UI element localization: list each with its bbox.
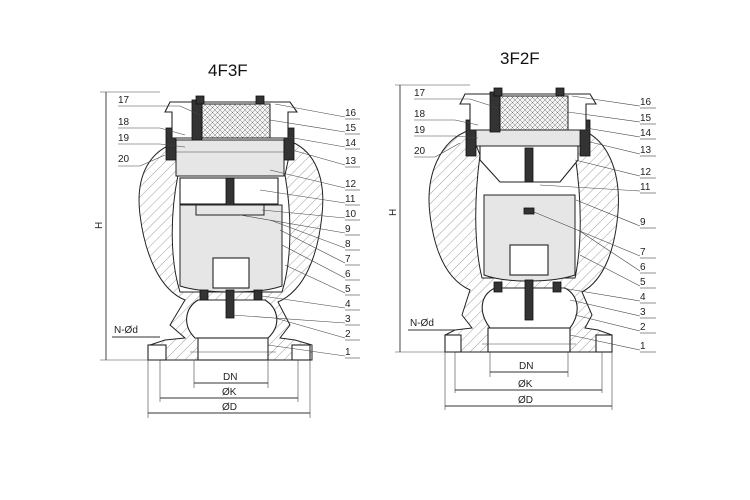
part-label: 2	[640, 322, 646, 333]
small-float	[195, 204, 265, 216]
part-label: 19	[118, 133, 130, 144]
part-label: 15	[345, 123, 357, 134]
part-label: 13	[345, 156, 357, 167]
d-label: ØD	[518, 395, 533, 406]
part-label: 3	[640, 307, 646, 318]
part-label: 10	[345, 209, 357, 220]
part-label: 17	[118, 95, 130, 106]
valve-title: 4F3F	[208, 61, 248, 80]
height-label: H	[388, 209, 399, 216]
part-label: 20	[414, 146, 426, 157]
right-callouts: 16 15 14 13 12 11 9 7 6	[533, 95, 656, 353]
part-label: 14	[345, 138, 357, 149]
dn-label: DN	[223, 372, 237, 383]
part-label: 14	[640, 128, 652, 139]
part-label: 6	[345, 269, 351, 280]
float-stem	[225, 289, 235, 319]
valve-4f3f: 4F3F H N-Ød	[94, 61, 360, 418]
part-label: 5	[640, 277, 646, 288]
part-label: 5	[345, 284, 351, 295]
float	[483, 194, 576, 282]
filter-screen	[201, 103, 271, 139]
dn-label: DN	[519, 361, 533, 372]
right-callouts: 16 15 14 13 12 11 10 9 8	[231, 103, 360, 359]
part-label: 8	[345, 239, 351, 250]
part-label: 17	[414, 88, 426, 99]
float-insert	[509, 244, 549, 276]
outlet-neck	[197, 337, 269, 361]
holes-label: N-Ød	[114, 325, 138, 336]
part-label: 18	[118, 117, 130, 128]
left-callouts: 17 18 19 20	[414, 88, 499, 158]
part-label: 13	[640, 145, 652, 156]
float-insert	[212, 257, 250, 289]
bolt-right	[283, 127, 295, 161]
part-label: 11	[640, 182, 651, 193]
part-label: 16	[345, 108, 357, 119]
part-label: 16	[640, 97, 652, 108]
cover	[175, 139, 285, 177]
filter-screen	[499, 95, 569, 131]
part-label: 3	[345, 314, 351, 325]
k-label: ØK	[518, 379, 533, 390]
left-callouts: 17 18 19 20	[118, 95, 201, 167]
bolt-left	[165, 127, 177, 161]
part-label: 9	[345, 224, 351, 235]
part-label: 15	[640, 113, 652, 124]
part-label: 19	[414, 125, 426, 136]
k-label: ØK	[222, 387, 237, 398]
valve-3f2f: 3F2F H N-Ød DN	[388, 49, 656, 410]
part-label: 20	[118, 154, 130, 165]
holes-label: N-Ød	[410, 318, 434, 329]
part-label: 1	[345, 347, 351, 358]
part-label: 6	[640, 262, 646, 273]
valve-title: 3F2F	[500, 49, 540, 68]
part-label: 11	[345, 194, 356, 205]
valve-body	[138, 141, 324, 361]
part-label: 1	[640, 341, 646, 352]
part-label: 4	[345, 299, 351, 310]
part-label: 4	[640, 292, 646, 303]
part-label: 9	[640, 217, 646, 228]
part-label: 12	[345, 179, 357, 190]
part-label: 2	[345, 329, 351, 340]
outlet-neck	[487, 327, 571, 353]
part-label: 7	[345, 254, 351, 265]
float	[179, 204, 283, 293]
d-label: ØD	[222, 402, 237, 413]
float-stem	[524, 279, 534, 321]
part-label: 18	[414, 109, 426, 120]
height-label: H	[94, 222, 105, 229]
part-label: 7	[640, 247, 646, 258]
part-label: 12	[640, 167, 652, 178]
